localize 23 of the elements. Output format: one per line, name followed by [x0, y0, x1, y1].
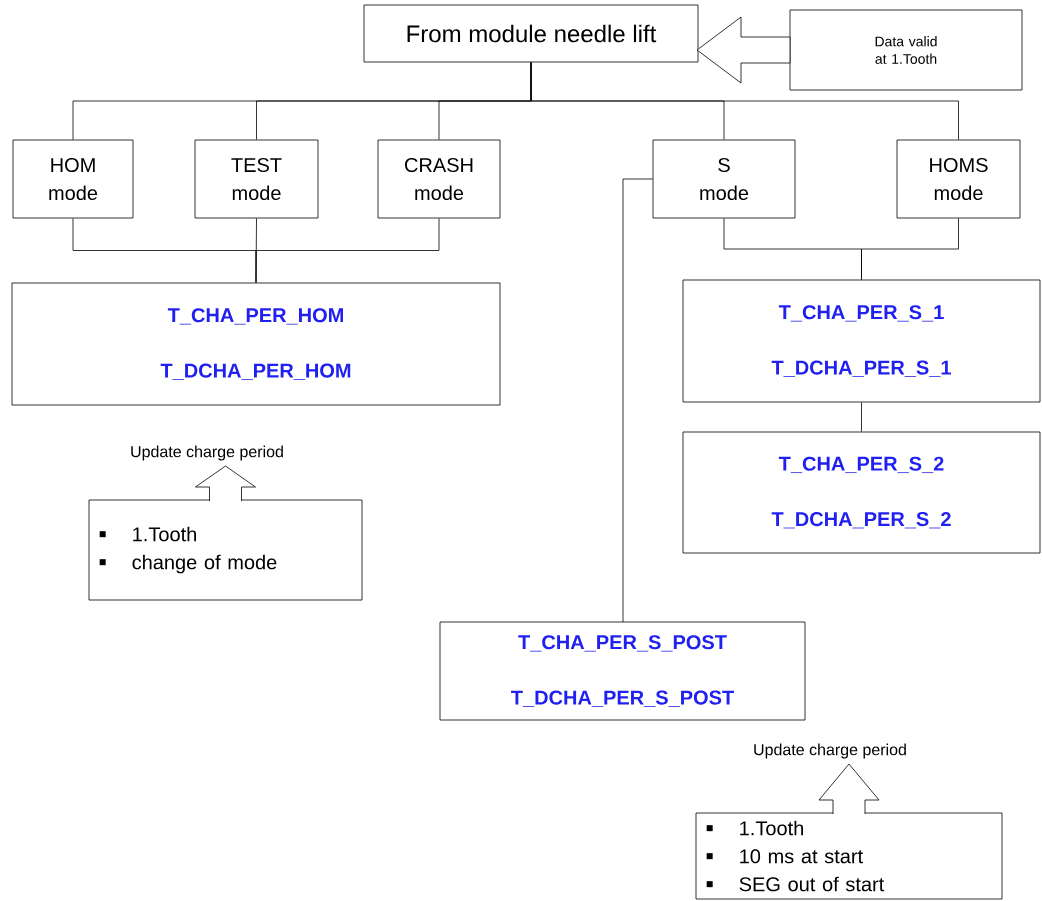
bullet-list-box: 1.Tooth change of mode	[88, 499, 363, 601]
block-arrow	[195, 465, 256, 502]
connector-line	[861, 402, 862, 432]
parameter-box: T_CHA_PER_S_POST T_DCHA_PER_S_POST	[439, 621, 806, 721]
callout-box: Data valid at 1.Tooth	[789, 9, 1023, 91]
bullet-list-box: 1.Tooth 10 ms at start SEG out of start	[695, 812, 1003, 900]
connector-line	[622, 178, 653, 623]
note-text: Update charge period	[131, 445, 283, 461]
mode-box: TEST mode	[194, 139, 319, 219]
note-text: Update charge period	[754, 743, 906, 759]
connector-line	[255, 218, 440, 283]
mode-box: S mode	[652, 139, 796, 219]
parameter-box: T_CHA_PER_S_2 T_DCHA_PER_S_2	[682, 431, 1041, 554]
process-box: From module needle lift	[363, 4, 699, 63]
parameter-box: T_CHA_PER_HOM T_DCHA_PER_HOM	[11, 282, 501, 406]
mode-box: HOMS mode	[896, 139, 1021, 219]
block-arrow	[696, 16, 791, 84]
connector-line	[530, 62, 959, 140]
parameter-box: T_CHA_PER_S_1 T_DCHA_PER_S_1	[682, 279, 1041, 403]
block-arrow	[818, 763, 880, 815]
mode-box: CRASH mode	[377, 139, 501, 219]
connector-line	[861, 218, 959, 280]
mode-box: HOM mode	[12, 139, 134, 219]
